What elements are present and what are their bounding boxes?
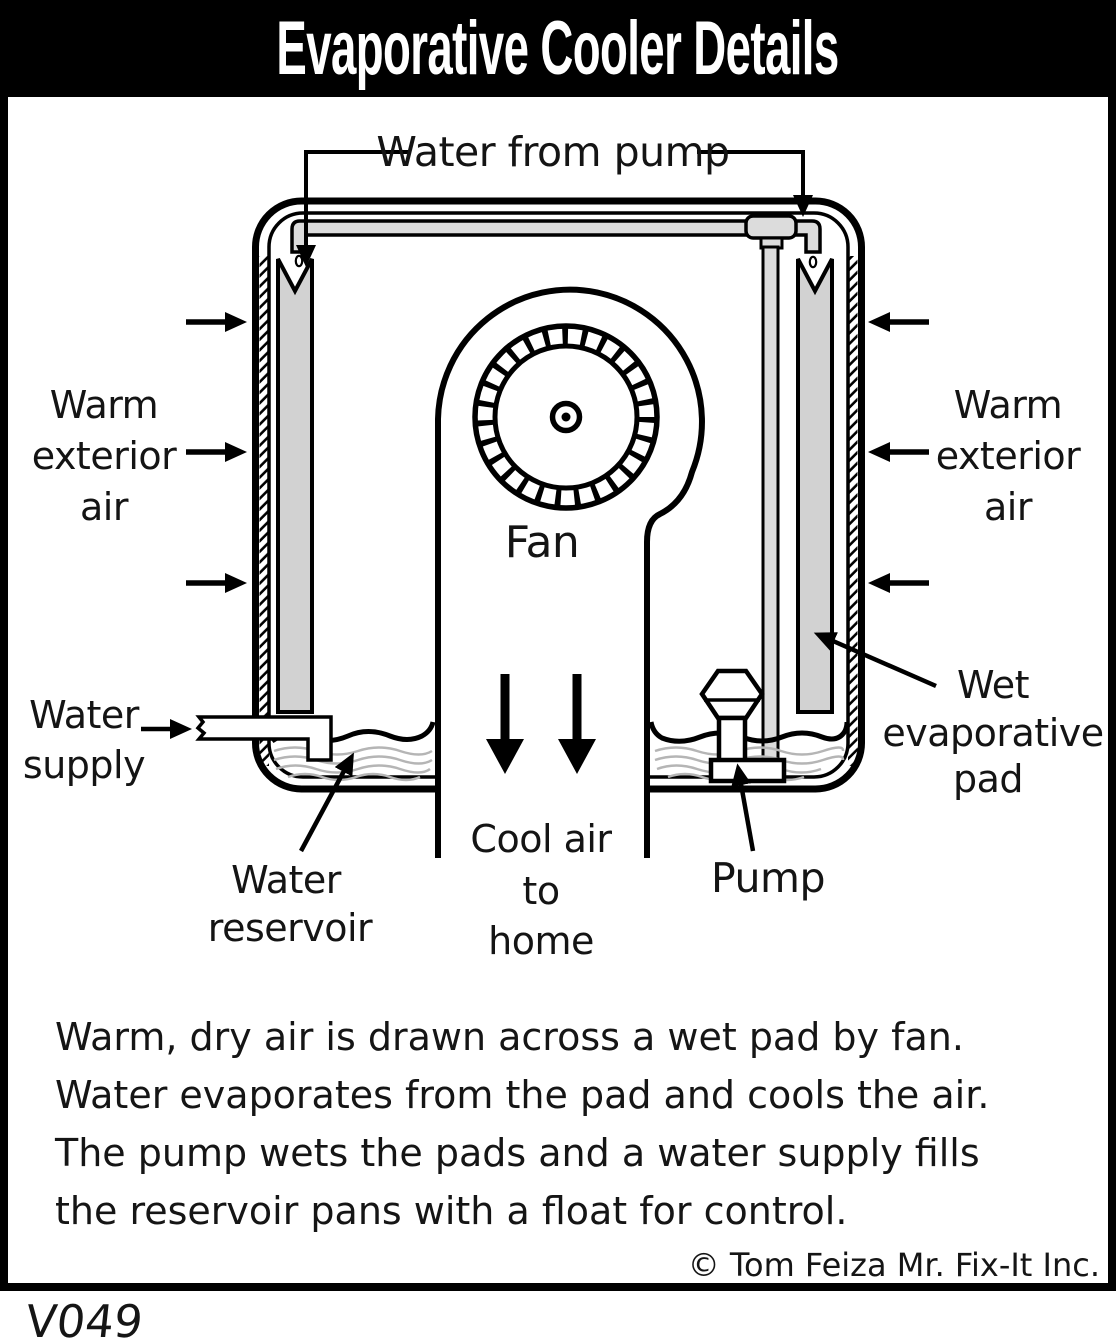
content-frame	[0, 97, 1116, 1291]
label-warm-exterior-air-left: exterior	[32, 434, 177, 478]
label-wet-evaporative-pad: evaporative	[882, 711, 1103, 755]
label-water-reservoir: reservoir	[208, 906, 373, 950]
title-bar: Evaporative Cooler Details	[0, 0, 1116, 97]
evaporative-pad-left	[276, 258, 314, 714]
label-warm-exterior-air-right: exterior	[936, 434, 1081, 478]
cabinet-left-insulation	[259, 256, 269, 766]
water-reservoir-arrow	[299, 752, 354, 853]
reservoir-water-right	[648, 721, 850, 744]
label-cool-air-to-home: to	[522, 869, 559, 913]
pump-base	[708, 757, 787, 784]
water-drip-right	[808, 255, 818, 269]
pump-arrow	[731, 763, 756, 852]
label-water-reservoir: Water	[231, 858, 342, 902]
fan-duct-outline	[435, 286, 705, 858]
label-water-from-pump: Water from pump	[376, 128, 729, 176]
label-wet-evaporative-pad: pad	[953, 757, 1023, 801]
caption-line: The pump wets the pads and a water suppl…	[55, 1131, 980, 1175]
cooler-diagram: Water from pump Warm exterior air Warm e…	[23, 128, 1104, 963]
label-cool-air-to-home: Cool air	[470, 817, 612, 861]
pump-stem	[716, 715, 748, 765]
water-texture-wave	[654, 746, 845, 756]
water-texture-wave	[654, 755, 845, 765]
blower-wheel-fins	[477, 328, 655, 506]
water-supply-pipe	[195, 715, 333, 762]
water-from-pump-pointer-left	[296, 150, 410, 267]
page-title-text: Evaporative Cooler Details	[276, 5, 840, 91]
label-water-supply: supply	[23, 743, 145, 787]
caption-line: the reservoir pans with a float for cont…	[55, 1189, 848, 1233]
label-warm-exterior-air-right: air	[984, 485, 1033, 529]
label-fan: Fan	[505, 517, 580, 568]
label-warm-exterior-air-left: air	[80, 485, 129, 529]
evaporative-pad-right	[796, 258, 834, 714]
figure-id: V049	[23, 1295, 146, 1344]
label-pump: Pump	[711, 854, 825, 902]
water-drip-left	[294, 254, 304, 268]
water-texture-wave	[287, 772, 421, 782]
water-from-pump-pointer-right	[697, 150, 813, 217]
label-cool-air-to-home: home	[488, 919, 594, 963]
cool-air-arrowhead	[486, 739, 524, 774]
water-texture-wave	[273, 746, 433, 756]
water-distribution-pipe	[290, 219, 822, 254]
wet-pad-arrow	[813, 632, 937, 689]
label-warm-exterior-air-right: Warm	[954, 383, 1062, 427]
fan-axle	[561, 412, 571, 422]
cabinet-right-insulation	[848, 256, 858, 766]
water-texture-wave	[275, 764, 431, 774]
page-title: Evaporative Cooler Details	[277, 10, 840, 87]
caption-line: Water evaporates from the pad and cools …	[55, 1073, 990, 1117]
label-warm-exterior-air-left: Warm	[50, 383, 158, 427]
pipe-tee-fitting	[744, 214, 798, 240]
water-texture-wave	[273, 755, 433, 765]
caption: Warm, dry air is drawn across a wet pad …	[55, 1008, 1065, 1240]
label-water-supply: Water	[29, 693, 140, 737]
copyright: © Tom Feiza Mr. Fix-It Inc.	[687, 1246, 1100, 1284]
cool-air-arrowhead	[558, 739, 596, 774]
label-wet-evaporative-pad: Wet	[957, 663, 1029, 707]
pump-motor	[699, 668, 765, 721]
caption-line: Warm, dry air is drawn across a wet pad …	[55, 1015, 964, 1059]
pump-riser-pipe	[761, 245, 780, 766]
